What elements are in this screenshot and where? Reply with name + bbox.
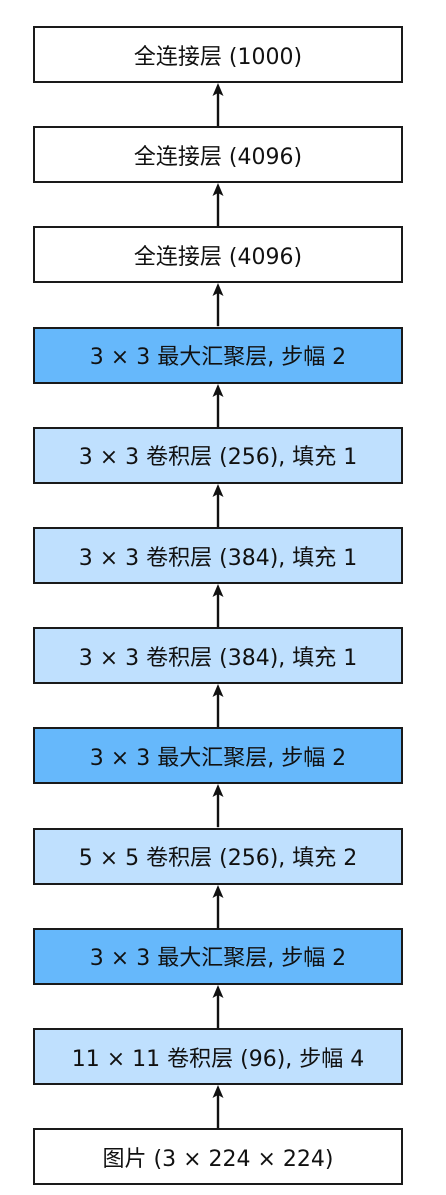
layer-box-fc: 全连接层 (1000) — [33, 26, 403, 83]
layer-box-conv: 3 × 3 卷积层 (256), 填充 1 — [33, 426, 403, 484]
layer-box-pool: 3 × 3 最大汇聚层, 步幅 2 — [33, 326, 403, 384]
layer-box-fc: 全连接层 (4096) — [33, 126, 403, 184]
layer-box-pool: 3 × 3 最大汇聚层, 步幅 2 — [33, 727, 403, 785]
layer-box-conv: 3 × 3 卷积层 (384), 填充 1 — [33, 527, 403, 584]
layer-label: 全连接层 (4096) — [133, 144, 303, 170]
flow-arrow-icon — [212, 684, 224, 728]
layer-box-fc: 全连接层 (4096) — [33, 226, 403, 284]
flow-arrow-icon — [212, 884, 224, 928]
layer-box-pool: 3 × 3 最大汇聚层, 步幅 2 — [33, 927, 403, 985]
layer-label: 3 × 3 卷积层 (384), 填充 1 — [78, 545, 358, 571]
layer-box-conv: 5 × 5 卷积层 (256), 填充 2 — [33, 827, 403, 885]
layer-label: 3 × 3 卷积层 (256), 填充 1 — [78, 445, 358, 471]
flow-arrow-icon — [212, 984, 224, 1028]
layer-label: 3 × 3 最大汇聚层, 步幅 2 — [89, 745, 347, 771]
layer-label: 3 × 3 最大汇聚层, 步幅 2 — [89, 345, 347, 371]
flow-arrow-icon — [212, 483, 224, 527]
layer-label: 3 × 3 卷积层 (384), 填充 1 — [78, 645, 358, 671]
layer-label: 图片 (3 × 224 × 224) — [102, 1146, 334, 1172]
flow-arrow-icon — [212, 83, 224, 127]
layer-label: 全连接层 (4096) — [133, 244, 303, 270]
layer-label: 全连接层 (1000) — [133, 44, 303, 70]
flow-arrow-icon — [212, 283, 224, 327]
flow-arrow-icon — [212, 784, 224, 828]
layer-label: 11 × 11 卷积层 (96), 步幅 4 — [71, 1046, 365, 1072]
flow-arrow-icon — [212, 584, 224, 628]
layer-box-conv: 3 × 3 卷积层 (384), 填充 1 — [33, 627, 403, 685]
flow-arrow-icon — [212, 383, 224, 427]
flow-arrow-icon — [212, 1085, 224, 1129]
layer-label: 5 × 5 卷积层 (256), 填充 2 — [78, 846, 358, 872]
layer-box-input: 图片 (3 × 224 × 224) — [33, 1128, 403, 1186]
layer-box-conv: 11 × 11 卷积层 (96), 步幅 4 — [33, 1028, 403, 1085]
layer-label: 3 × 3 最大汇聚层, 步幅 2 — [89, 946, 347, 972]
flow-arrow-icon — [212, 183, 224, 227]
